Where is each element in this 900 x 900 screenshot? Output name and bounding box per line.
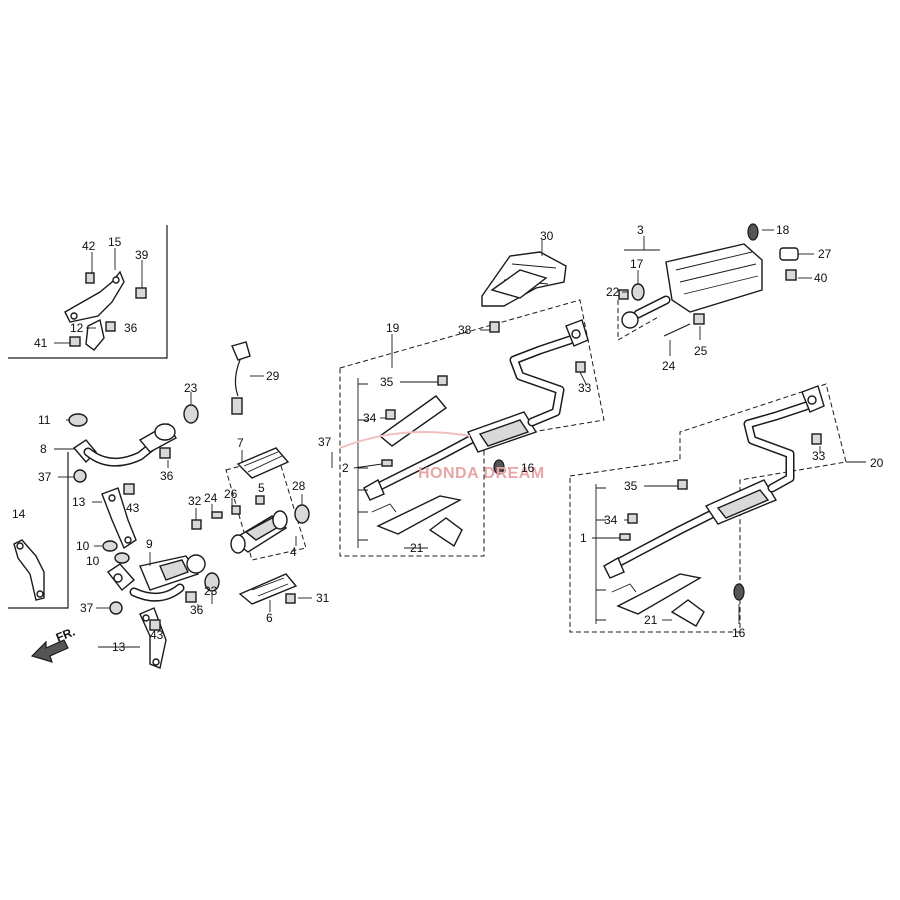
center-pipe-group-19 [339, 251, 605, 557]
part-label-35-center: 35 [380, 375, 394, 389]
part-label-17: 17 [630, 257, 644, 271]
part-label-43-upper: 43 [126, 501, 140, 515]
part-label-36-lower: 36 [190, 603, 204, 617]
part-label-33-center: 33 [578, 381, 592, 395]
part-label-8: 8 [40, 442, 47, 456]
part-label-21-right: 21 [644, 613, 658, 627]
part-label-34-right: 34 [604, 513, 618, 527]
part-label-2: 2 [342, 461, 349, 475]
part-label-16-center: 16 [521, 461, 535, 475]
part-label-22: 22 [606, 285, 620, 299]
part-label-42: 42 [82, 239, 96, 253]
oxygen-sensor-and-converter [191, 341, 310, 605]
part-label-9: 9 [146, 537, 153, 551]
part-label-6: 6 [266, 611, 273, 625]
part-label-24-right: 24 [662, 359, 676, 373]
part-label-19: 19 [386, 321, 400, 335]
part-label-18: 18 [776, 223, 790, 237]
part-label-37-upper: 37 [38, 470, 52, 484]
part-label-37-lower: 37 [80, 601, 94, 615]
part-label-32: 32 [188, 494, 202, 508]
part-label-30: 30 [540, 229, 554, 243]
front-pipe-and-manifold [68, 404, 220, 669]
part-label-43-lower: 43 [150, 628, 164, 642]
part-number-labels: 42 15 39 12 36 41 11 8 37 13 43 10 10 9 … [12, 223, 884, 654]
part-label-10-upper: 10 [76, 539, 90, 553]
leader-lines [54, 229, 866, 648]
part-label-36-inset: 36 [124, 321, 138, 335]
muffler-group-3 [617, 223, 799, 341]
part-label-20: 20 [870, 456, 884, 470]
part-label-12: 12 [70, 321, 84, 335]
part-label-39: 39 [135, 248, 149, 262]
part-label-1: 1 [580, 531, 587, 545]
part-label-10-lower: 10 [86, 554, 100, 568]
part-label-36-upper: 36 [160, 469, 174, 483]
inset-bracket-box [8, 225, 168, 359]
bracket-14 [8, 452, 69, 609]
part-label-25: 25 [694, 344, 708, 358]
part-label-41: 41 [34, 336, 48, 350]
part-label-15: 15 [108, 235, 122, 249]
part-label-33-right: 33 [812, 449, 826, 463]
part-label-27: 27 [818, 247, 832, 261]
part-label-26: 26 [224, 487, 238, 501]
part-label-37-center: 37 [318, 435, 332, 449]
watermark-text: HONDA DREAM [418, 465, 545, 482]
part-label-38: 38 [458, 323, 472, 337]
part-label-29: 29 [266, 369, 280, 383]
center-pipe-group-20 [569, 383, 847, 633]
part-label-13-lower: 13 [112, 640, 126, 654]
part-label-21-center: 21 [410, 541, 424, 555]
part-label-11: 11 [38, 413, 51, 427]
part-label-14: 14 [12, 507, 26, 521]
part-label-24-left: 24 [204, 491, 218, 505]
front-direction-arrow: FR. [30, 625, 77, 663]
part-label-5: 5 [258, 481, 265, 495]
part-label-16-right: 16 [732, 626, 746, 640]
front-direction-label: FR. [54, 625, 77, 645]
part-label-23-upper: 23 [184, 381, 198, 395]
part-label-4: 4 [290, 545, 297, 559]
part-label-31: 31 [316, 591, 330, 605]
watermark: HONDA DREAM [339, 431, 545, 482]
part-label-13-upper: 13 [72, 495, 86, 509]
part-label-40: 40 [814, 271, 828, 285]
part-label-7: 7 [237, 436, 244, 450]
part-label-35-right: 35 [624, 479, 638, 493]
part-label-28: 28 [292, 479, 306, 493]
part-label-23-lower: 23 [204, 584, 218, 598]
part-label-34-center: 34 [363, 411, 377, 425]
part-label-3: 3 [637, 223, 644, 237]
